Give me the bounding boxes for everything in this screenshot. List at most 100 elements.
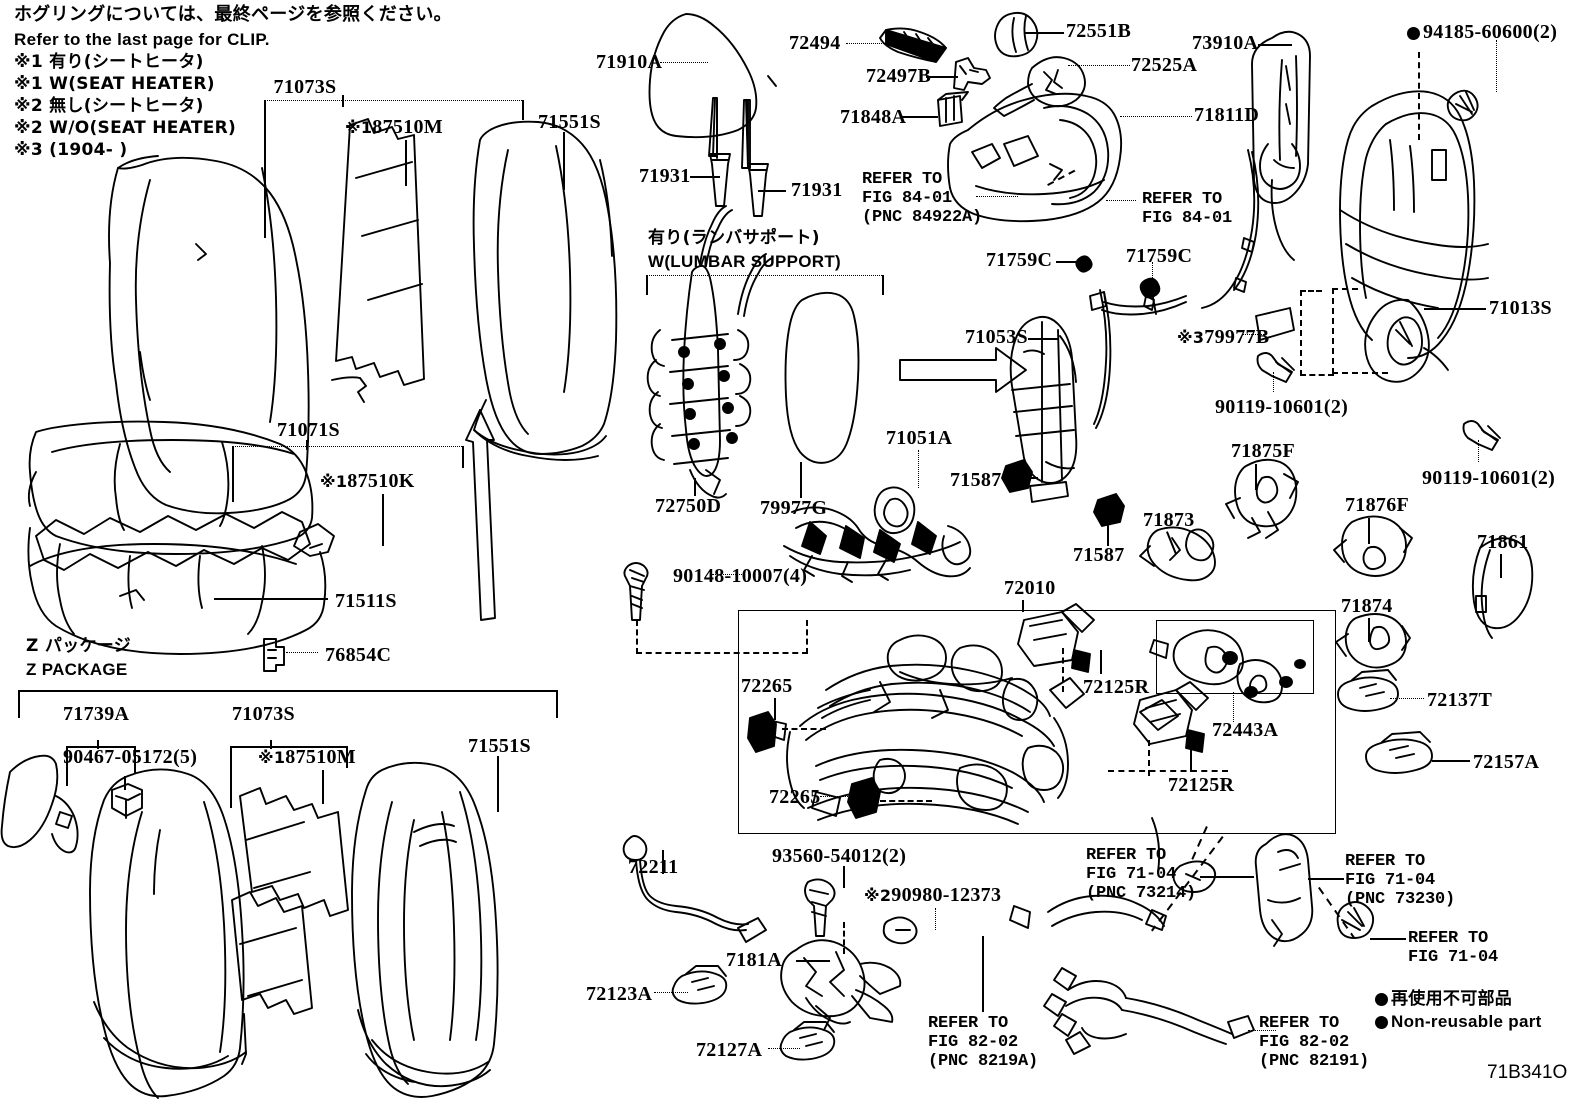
leader-71013s — [1424, 308, 1486, 310]
mark-prefix: ※3 — [1177, 328, 1205, 347]
dash-90148-v — [636, 620, 638, 654]
part-number-71861: 71861 — [1477, 532, 1529, 553]
part-number-87510k: ※187510K — [320, 471, 415, 492]
leader-76854c — [286, 652, 318, 653]
part-number-76854c: 76854C — [325, 645, 391, 666]
part-number-text: 90467-05172(5) — [63, 746, 198, 768]
dash-72125r-lower — [1148, 740, 1150, 776]
part-number-71511s: 71511S — [335, 591, 397, 612]
group-lumbar-jp: 有り(ランバサポート) — [648, 228, 820, 248]
part-number-text: 72497B — [866, 65, 932, 87]
part-number-72750d: 72750D — [655, 496, 721, 517]
leader-71874 — [1368, 618, 1370, 642]
leader-90148 — [712, 574, 744, 575]
refer-block-r7: REFER TO FIG 82-02 (PNC 82191) — [1259, 1014, 1370, 1071]
part-number-text: 72127A — [696, 1039, 763, 1061]
leader-71073s-lower-stem — [270, 740, 272, 749]
leader-71910a — [660, 62, 708, 63]
part-number-90980-12373: ※290980-12373 — [864, 885, 1001, 906]
part-number-71587: 71587 — [1073, 545, 1125, 566]
leader-71511s — [214, 598, 328, 600]
leader-71759c-right — [1152, 262, 1153, 280]
refer-block-r2: REFER TO FIG 84-01 — [1142, 190, 1233, 228]
part-number-71874: 71874 — [1341, 596, 1393, 617]
bracket-71073s-lower-top — [230, 746, 348, 748]
part-number-72127a: 72127A — [696, 1040, 762, 1061]
dash-frame-left — [1332, 288, 1334, 374]
refer-block-r3: REFER TO FIG 71-04 (PNC 73214) — [1086, 846, 1197, 903]
bracket-71071s-right — [462, 446, 464, 468]
part-number-text: 71759C — [986, 249, 1053, 271]
mark-prefix: ※1 — [320, 472, 348, 491]
refer-block-r4: REFER TO FIG 71-04 (PNC 73230) — [1345, 852, 1456, 909]
filled-circle-icon — [1407, 26, 1420, 40]
leader-71759c-left — [1056, 261, 1084, 263]
part-number-87510m: ※187510M — [345, 117, 443, 138]
part-number-text: 71759C — [1126, 245, 1193, 267]
inset-box-72443a — [1156, 620, 1314, 694]
bracket-71073s-lower-left — [230, 746, 232, 808]
leader-87510k — [382, 494, 384, 546]
part-number-79977g: 79977G — [760, 498, 827, 519]
filled-circle-icon-2 — [1375, 1016, 1388, 1030]
part-number-71053s: 71053S — [965, 327, 1028, 348]
refer-block-r5: REFER TO FIG 71-04 — [1408, 929, 1499, 967]
part-number-71073s: 71073S — [232, 704, 295, 725]
dash-72125r-upper — [1062, 648, 1064, 692]
part-number-text: 72265 — [741, 675, 793, 697]
part-number-72265: 72265 — [741, 676, 793, 697]
part-number-text: 72125R — [1168, 774, 1235, 796]
part-number-71811d: 71811D — [1194, 105, 1259, 126]
part-number-72494: 72494 — [789, 33, 841, 54]
part-number-71071s: 71071S — [277, 420, 340, 441]
dash-79977b-v — [1300, 290, 1302, 376]
part-number-text: 72010 — [1004, 577, 1056, 599]
part-number-93560-54012-2-: 93560-54012(2) — [772, 846, 906, 867]
leader-90119-left — [1273, 372, 1274, 392]
bracket-71073s-right — [522, 100, 524, 120]
part-number-text: 73910A — [1192, 32, 1259, 54]
leader-72157a — [1432, 760, 1470, 762]
leader-71848a — [902, 116, 938, 118]
leader-73910a — [1258, 44, 1292, 46]
part-number-text: 71073S — [232, 703, 295, 725]
note-clip-en: Refer to the last page for CLIP. — [14, 30, 270, 49]
leader-71931-left — [690, 176, 720, 178]
leader-refer-8219a — [982, 936, 984, 1012]
mark-prefix: ※1 — [258, 748, 286, 767]
part-number-71587: 71587 — [950, 470, 1002, 491]
leader-72265-lower — [820, 796, 850, 797]
part-number-90119-10601-2-: 90119-10601(2) — [1422, 468, 1555, 489]
part-number-text: 90119-10601(2) — [1422, 467, 1556, 489]
leader-72125r-upper — [1100, 650, 1102, 674]
part-number-text: 71874 — [1341, 595, 1393, 617]
part-number-text: 71848A — [840, 106, 907, 128]
leader-79977g — [800, 462, 802, 498]
leader-refer-8401a — [976, 196, 1018, 197]
part-number-text: 71861 — [1477, 531, 1529, 553]
leader-71051a — [918, 450, 919, 488]
part-number-text: 72750D — [655, 495, 722, 517]
part-number-text: 7181A — [726, 949, 782, 971]
part-number-text: 72525A — [1131, 54, 1198, 76]
part-number-72123a: 72123A — [586, 984, 652, 1005]
part-number-71051a: 71051A — [886, 428, 952, 449]
part-number-text: 79977B — [1204, 326, 1270, 348]
part-number-text: 72211 — [628, 856, 679, 878]
part-number-text: 87510M — [372, 116, 443, 138]
part-number-71759c: 71759C — [986, 250, 1052, 271]
part-number-72443a: 72443A — [1212, 720, 1278, 741]
note-mark1-en: ※1 W(SEAT HEATER) — [14, 74, 215, 94]
part-number-text: 71875F — [1231, 440, 1296, 462]
filled-circle-icon — [1375, 992, 1388, 1006]
legend-en-text: Non-reusable part — [1391, 1012, 1542, 1031]
mark-prefix: ※1 — [345, 118, 373, 137]
part-number-72211: 72211 — [628, 857, 678, 878]
part-number-90119-10601-2-: 90119-10601(2) — [1215, 397, 1348, 418]
group-lumbar-en: W(LUMBAR SUPPORT) — [648, 252, 842, 271]
leader-72497b — [926, 76, 958, 78]
leader-71071s-stem — [306, 440, 308, 450]
leader-71587-right — [1107, 524, 1109, 546]
leader-72125r-lower — [1190, 748, 1192, 772]
